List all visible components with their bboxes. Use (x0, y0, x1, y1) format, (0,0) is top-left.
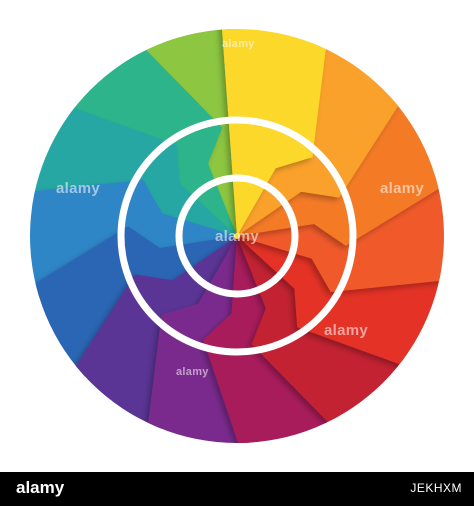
image-code: JEKHXM (410, 481, 462, 495)
footer-brand-logo: alamy (16, 478, 65, 497)
footer-bar: alamy JEKHXM (0, 472, 474, 506)
color-wheel: alamy alamy alamy alamy alamy alamy (30, 29, 444, 443)
color-wheel-graphic (30, 29, 444, 443)
wheel-segment (218, 29, 333, 236)
wheel-center (234, 233, 240, 239)
inner-ring (175, 174, 299, 298)
wheel-segments (30, 29, 444, 443)
outer-ring (117, 116, 357, 356)
wheel-segment (141, 236, 256, 443)
